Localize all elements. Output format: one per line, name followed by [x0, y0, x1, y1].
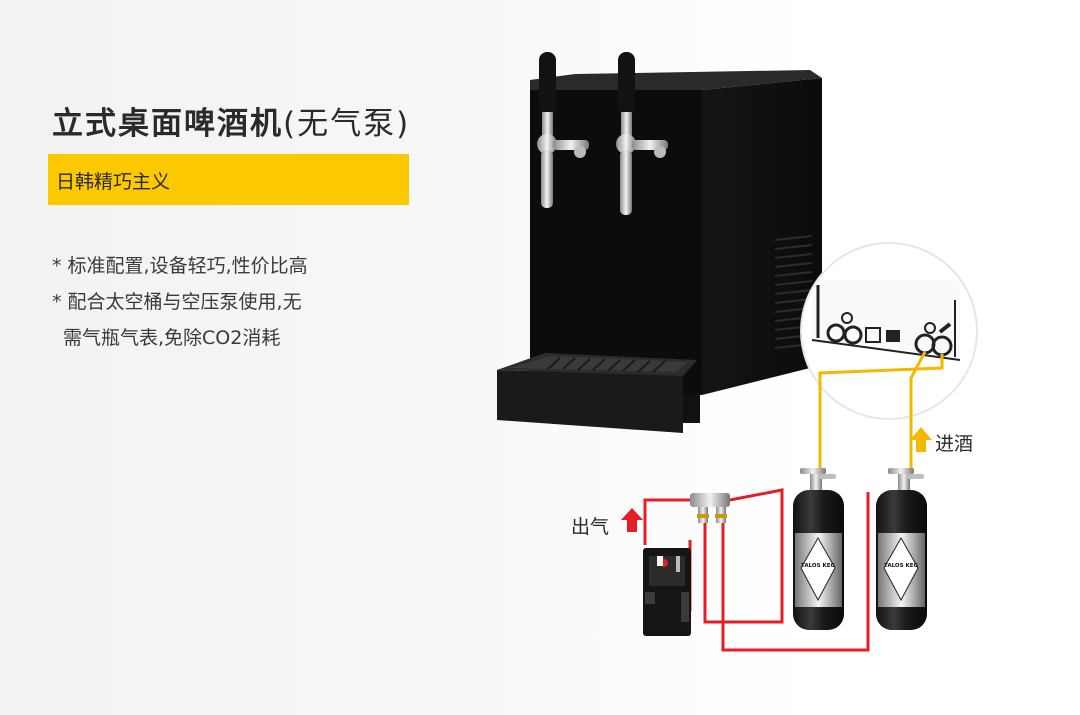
- keg-label-text: TALOS KEG: [884, 563, 918, 569]
- beer-keg-2: TALOS KEG: [876, 468, 927, 630]
- beer-tap-right: [616, 52, 668, 215]
- tagline-text: 日韩精巧主义: [56, 171, 171, 193]
- feature-item: * 配合太空桶与空压泵使用,无: [52, 291, 302, 313]
- beer-dispenser-machine: [497, 52, 822, 433]
- feature-item: 需气瓶气表,免除CO2消耗: [63, 327, 281, 349]
- rear-ports-zoom: [800, 242, 978, 420]
- title-suffix: (无气泵): [283, 106, 411, 142]
- beer-tap-left: [537, 52, 589, 208]
- air-pump: [643, 548, 691, 636]
- tagline-banner: 日韩精巧主义: [48, 154, 409, 205]
- gas-manifold: [690, 493, 730, 523]
- feature-item: * 标准配置,设备轻巧,性价比高: [52, 255, 308, 277]
- feature-list: * 标准配置,设备轻巧,性价比高 * 配合太空桶与空压泵使用,无 需气瓶气表,免…: [52, 248, 308, 356]
- title-main: 立式桌面啤酒机: [52, 106, 283, 142]
- drip-tray: [497, 353, 697, 433]
- beer-keg-1: TALOS KEG: [793, 468, 844, 630]
- page-title: 立式桌面啤酒机(无气泵): [52, 98, 410, 143]
- beer-line: [818, 351, 944, 472]
- gas-out-label: 出气: [571, 516, 610, 538]
- beer-in-arrow-icon: [910, 427, 932, 452]
- beer-in-label: 进酒: [935, 433, 974, 455]
- keg-label-text: TALOS KEG: [801, 563, 835, 569]
- gas-out-arrow-icon: [621, 508, 643, 532]
